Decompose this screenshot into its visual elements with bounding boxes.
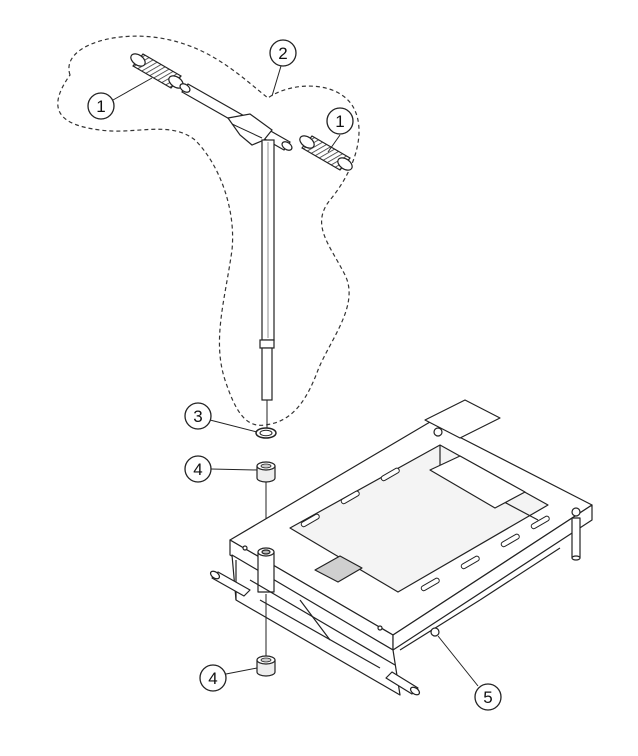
t-handle xyxy=(179,83,293,428)
callout-3: 3 xyxy=(184,402,258,433)
bushing-lower xyxy=(256,594,276,677)
callout-3-label: 3 xyxy=(193,407,202,426)
callout-2: 2 xyxy=(269,39,297,97)
callout-1a-label: 1 xyxy=(96,97,105,116)
assembly-dashed-outline xyxy=(57,35,360,426)
callout-4a-label: 4 xyxy=(193,460,202,479)
knurled-grip-right xyxy=(299,135,353,171)
bushing-upper xyxy=(256,461,276,548)
callout-2-label: 2 xyxy=(278,44,287,63)
knurled-grip-left xyxy=(130,53,184,89)
callout-1a: 1 xyxy=(87,77,153,120)
callout-5: 5 xyxy=(437,635,502,711)
callout-4a: 4 xyxy=(184,455,258,483)
callout-4b: 4 xyxy=(199,664,258,692)
callout-5-label: 5 xyxy=(483,688,492,707)
callout-1b-label: 1 xyxy=(335,112,344,131)
callout-4b-label: 4 xyxy=(208,669,217,688)
callout-1b: 1 xyxy=(326,107,354,153)
retaining-ring xyxy=(255,427,277,439)
frame-assembly xyxy=(209,399,593,696)
